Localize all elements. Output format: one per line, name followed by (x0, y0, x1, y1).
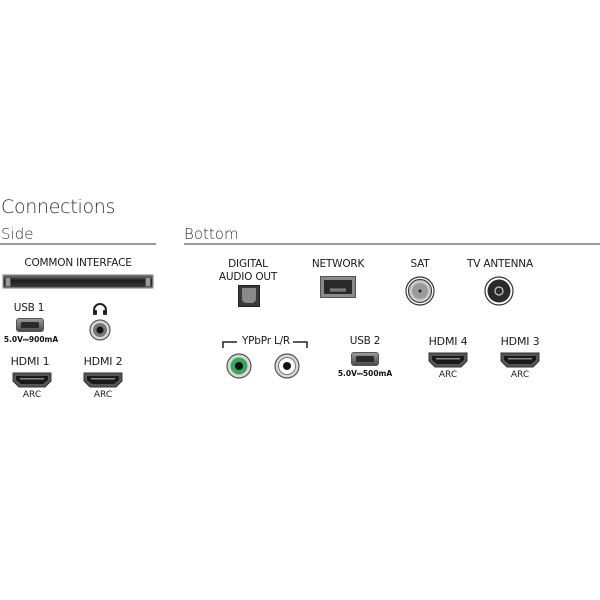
hdmi4-arc-label: ARC (438, 370, 458, 380)
headphones-icon (93, 303, 107, 315)
ypbpr-label: YPbPr L/R (241, 335, 291, 347)
section-divider-side (0, 243, 156, 245)
coax-port-icon (405, 276, 435, 306)
hdmi1-label: HDMI 1 (10, 355, 50, 368)
hdmi3-arc-label: ARC (510, 370, 530, 380)
hdmi-port-icon (500, 352, 540, 368)
network-label: NETWORK (311, 258, 365, 270)
hdmi4-label: HDMI 4 (428, 335, 468, 348)
hdmi-port-icon (83, 372, 123, 388)
optical-port-icon (238, 285, 260, 307)
usb-port-icon (16, 318, 44, 332)
common-interface-label: COMMON INTERFACE (24, 257, 132, 269)
usb1-spec: 5.0V⎓900mA (3, 335, 59, 344)
rca-jack-icon (226, 353, 252, 379)
sat-label: SAT (410, 258, 430, 270)
hdmi2-label: HDMI 2 (83, 355, 123, 368)
hdmi-port-icon (12, 372, 52, 388)
hdmi-port-icon (428, 352, 468, 368)
antenna-port-icon (484, 276, 514, 306)
digital-audio-label-line1: DIGITAL (228, 258, 268, 270)
headphone-jack-icon (89, 319, 111, 341)
usb1-label: USB 1 (13, 302, 45, 314)
page-title: Connections (1, 196, 116, 218)
hdmi1-arc-label: ARC (22, 390, 42, 400)
section-heading-bottom: Bottom (184, 225, 239, 243)
bracket-left (222, 341, 237, 348)
usb2-spec: 5.0V⎓500mA (337, 369, 393, 378)
section-divider-bottom (184, 243, 600, 245)
rca-jack-icon (274, 353, 300, 379)
section-heading-side: Side (1, 225, 34, 243)
hdmi2-arc-label: ARC (93, 390, 113, 400)
ci-slot-icon (3, 275, 153, 288)
bracket-right (293, 341, 308, 348)
usb2-label: USB 2 (349, 335, 381, 347)
digital-audio-label-line2: AUDIO OUT (218, 271, 278, 283)
usb-port-icon (351, 352, 379, 366)
hdmi3-label: HDMI 3 (500, 335, 540, 348)
ethernet-port-icon (320, 276, 356, 298)
tv-antenna-label: TV ANTENNA (467, 258, 533, 270)
